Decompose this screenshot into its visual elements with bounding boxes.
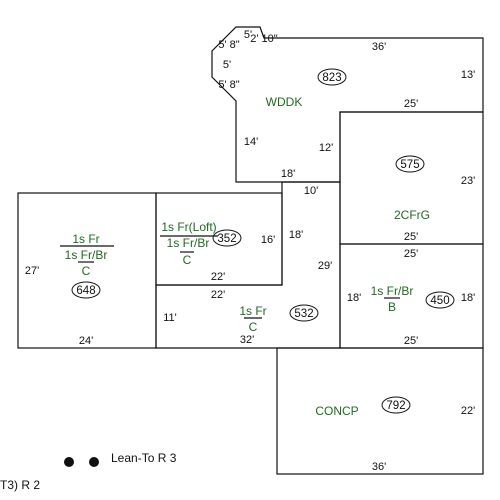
dim-oct-top-b: 2' 10" <box>250 33 278 45</box>
dim-br-top: 25' <box>404 248 418 260</box>
dim-wddk-right: 13' <box>461 69 475 81</box>
label-loft-2: 1s Fr/Br <box>167 236 210 250</box>
dim-wddk-bottom: 25' <box>404 98 418 110</box>
area-2cfrg: 575 <box>400 159 419 171</box>
dim-concp-bottom: 36' <box>372 461 386 473</box>
area-concp: 792 <box>386 400 405 412</box>
dim-left-left: 27' <box>25 265 39 277</box>
label-center-1: 1s Fr <box>239 304 266 318</box>
dim-center-left: 11' <box>163 312 177 324</box>
dim-oct-a: 5' 8" <box>218 39 239 51</box>
area-oval-wddk <box>317 68 347 86</box>
legend-leanto: Lean-To R 3 <box>111 451 177 465</box>
label-br-1: 1s Fr/Br <box>371 284 414 298</box>
label-left-1: 1s Fr <box>72 232 99 246</box>
dim-step-10: 10' <box>304 185 318 197</box>
dim-concp-right: 22' <box>461 405 475 417</box>
dim-br-left: 18' <box>347 292 361 304</box>
label-2cfrg: 2CFrG <box>394 208 430 222</box>
area-left: 648 <box>76 285 95 297</box>
label-left-2: 1s Fr/Br <box>65 248 108 262</box>
label-loft-1: 1s Fr(Loft) <box>161 220 216 234</box>
dim-wddk-inner: 12' <box>319 142 333 154</box>
dim-center-right2: 29' <box>318 260 332 272</box>
section-wddk-outline <box>211 26 484 183</box>
dim-garage-right: 23' <box>461 175 475 187</box>
area-oval-2cfrg <box>395 155 425 173</box>
dim-center-top: 22' <box>211 289 225 301</box>
label-left-3: C <box>82 264 91 278</box>
section-concp-outline <box>276 347 484 475</box>
dim-center-right: 18' <box>289 229 303 241</box>
area-wddk: 823 <box>322 72 341 84</box>
dim-br-bottom: 25' <box>404 335 418 347</box>
dim-loft-bottom: 22' <box>211 271 225 283</box>
area-loft: 352 <box>217 233 236 245</box>
area-br: 450 <box>430 295 449 307</box>
dim-wddk-top: 36' <box>372 41 386 53</box>
dim-loft-right: 16' <box>261 234 275 246</box>
dim-wddk-bottom-left: 18' <box>281 168 295 180</box>
label-loft-3: C <box>183 253 192 267</box>
legend-bottom-left: T3) R 2 <box>0 478 40 492</box>
dim-center-bottom: 32' <box>240 334 254 346</box>
dim-oct-b: 5' <box>223 59 231 71</box>
leanto-dot <box>89 457 99 467</box>
dim-garage-bottom: 25' <box>404 231 418 243</box>
dim-left-bottom: 24' <box>79 335 93 347</box>
dim-br-right: 18' <box>461 292 475 304</box>
dim-wddk-left: 14' <box>244 136 258 148</box>
label-center-2: C <box>249 320 258 334</box>
label-wddk: WDDK <box>266 95 303 109</box>
area-oval-center <box>289 304 319 322</box>
area-oval-loft <box>212 229 242 247</box>
area-center: 532 <box>294 308 313 320</box>
dim-oct-c: 5' 8" <box>218 79 239 91</box>
dim-oct-top-a: 5' <box>244 29 252 41</box>
area-oval-concp <box>381 396 411 414</box>
area-oval-br <box>425 291 455 309</box>
leanto-dot <box>64 457 74 467</box>
label-concp: CONCP <box>315 404 358 418</box>
area-oval-left <box>71 281 101 299</box>
section-center-outline <box>155 181 341 349</box>
label-br-2: B <box>388 300 396 314</box>
